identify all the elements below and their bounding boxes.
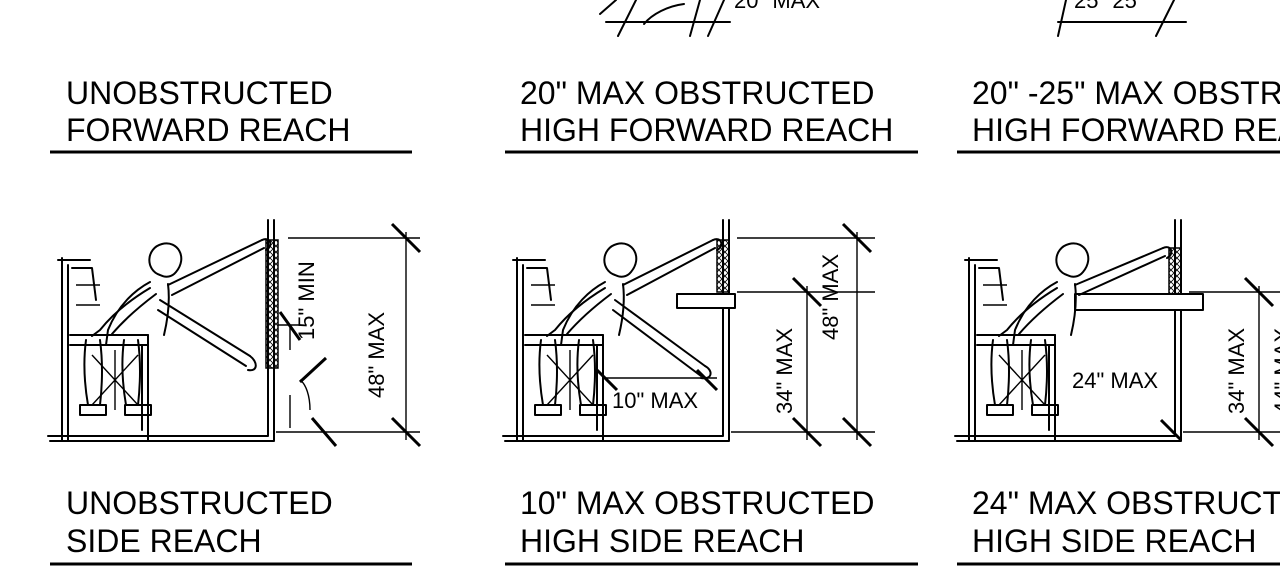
caption-line: 20" MAX OBSTRUCTED: [520, 75, 875, 111]
caption-line: HIGH FORWARD REACH: [972, 112, 1280, 148]
bottom-caption-3: 24" MAX OBSTRUCTED HIGH SIDE REACH: [957, 485, 1280, 566]
top-dim-right: 25" 25": [1074, 0, 1145, 13]
top-caption-3: 20" -25" MAX OBSTRUCTED HIGH FORWARD REA…: [957, 75, 1280, 154]
top-caption-1: UNOBSTRUCTED FORWARD REACH: [50, 75, 412, 154]
dim-10-max: 10" MAX: [612, 388, 698, 413]
caption-line: HIGH FORWARD REACH: [520, 112, 893, 148]
caption-line: 20" -25" MAX OBSTRUCTED: [972, 75, 1280, 111]
bottom-caption-1: UNOBSTRUCTED SIDE REACH: [50, 485, 412, 566]
dim-48-max-b: 48" MAX: [818, 254, 843, 340]
top-dim-left: 20" MAX: [734, 0, 820, 13]
side-reach-24in-obstructed-figure: [954, 219, 1280, 448]
top-partial-figures: [599, 0, 1187, 37]
caption-line: HIGH SIDE REACH: [520, 523, 804, 559]
dim-48-max: 48" MAX: [364, 312, 389, 398]
dim-34-max-c: 34" MAX: [1224, 328, 1249, 414]
caption-line: 24" MAX OBSTRUCTED: [972, 485, 1280, 521]
caption-line: HIGH SIDE REACH: [972, 523, 1256, 559]
caption-line: SIDE REACH: [66, 523, 262, 559]
side-reach-unobstructed-figure: [47, 219, 422, 448]
side-reach-10in-obstructed-figure: [502, 219, 875, 448]
caption-line: UNOBSTRUCTED: [66, 485, 333, 521]
caption-line: UNOBSTRUCTED: [66, 75, 333, 111]
dim-24-max: 24" MAX: [1072, 368, 1158, 393]
top-caption-2: 20" MAX OBSTRUCTED HIGH FORWARD REACH: [505, 75, 918, 154]
dim-44-max: 44" MAX: [1270, 328, 1280, 414]
caption-line: 10" MAX OBSTRUCTED: [520, 485, 875, 521]
dim-15-min: 15" MIN: [294, 261, 319, 340]
dim-34-max: 34" MAX: [772, 328, 797, 414]
bottom-caption-2: 10" MAX OBSTRUCTED HIGH SIDE REACH: [505, 485, 918, 566]
caption-line: FORWARD REACH: [66, 112, 350, 148]
